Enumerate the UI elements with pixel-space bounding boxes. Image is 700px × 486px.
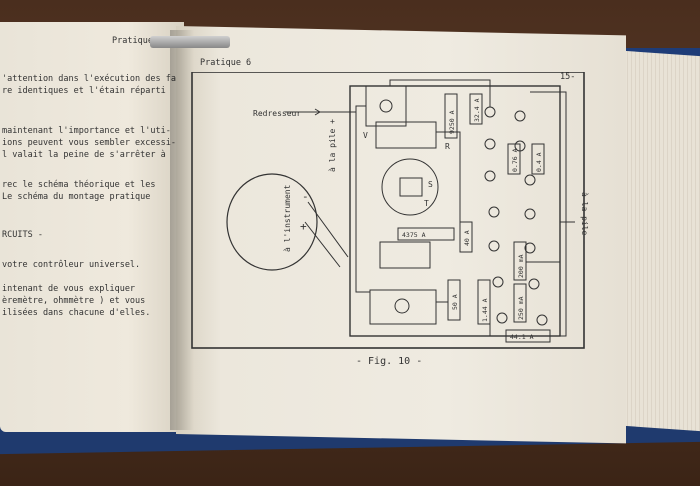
- resistor: [477, 279, 491, 325]
- section-heading: RCUITS -: [2, 230, 43, 240]
- connector-terminal: [488, 240, 500, 252]
- text-line: rec le schéma théorique et les: [2, 180, 156, 190]
- text-line: èremètre, ohmmètre ) et vous: [2, 296, 146, 306]
- v-label: V: [363, 131, 368, 140]
- redresseur-label: Redresseur: [253, 109, 301, 118]
- connector-terminal: [484, 106, 496, 118]
- resistor: [459, 221, 473, 253]
- resistor: [507, 143, 521, 175]
- resistor: [469, 93, 483, 125]
- connector-terminal: [524, 208, 536, 220]
- right-page-header: Pratique 6: [200, 58, 252, 68]
- resistor: [531, 143, 545, 175]
- text-line: ilisées dans chacune d'elles.: [2, 308, 151, 318]
- resistor-label: 250 mA: [517, 296, 525, 320]
- switch-block-bottom: [369, 289, 437, 325]
- connector-terminal: [514, 140, 526, 152]
- connector-terminal: [496, 312, 508, 324]
- resistor-label: 1.44 A: [481, 298, 489, 322]
- resistor: [397, 227, 455, 241]
- book-spine: [170, 30, 194, 430]
- resistor: [513, 283, 527, 323]
- instrument-label: à l'instrument: [283, 184, 292, 252]
- schematic-frame: [191, 72, 585, 349]
- redresseur-arrow: [285, 108, 321, 116]
- circuit-schematic: Redresseur à la pile + à la pile - à l'i…: [191, 72, 589, 349]
- t-label: T: [424, 199, 429, 208]
- connector-terminal: [536, 314, 548, 326]
- r-label: R: [445, 142, 450, 151]
- connector-terminal: [484, 138, 496, 150]
- left-page: Pratique 6 'attention dans l'exécution d…: [0, 22, 187, 432]
- connector-terminal: [528, 278, 540, 290]
- connector-terminal: [488, 206, 500, 218]
- text-line: maintenant l'importance et l'uti-: [2, 126, 171, 136]
- text-line: re identiques et l'étain réparti: [2, 86, 166, 96]
- switch-top-knob: [379, 99, 393, 113]
- rotary-hub: [399, 177, 423, 197]
- switch-block-top: [365, 85, 407, 127]
- rotary-selector: [381, 158, 439, 216]
- pile-minus-label: à la pile -: [580, 192, 589, 245]
- connector-terminal: [514, 110, 526, 122]
- resistor: [444, 93, 458, 139]
- battery-holder: [379, 241, 431, 269]
- resistor-label: 44.1 A: [510, 333, 534, 341]
- s-label: S: [428, 180, 433, 189]
- figure-caption: - Fig. 10 -: [356, 356, 423, 367]
- instrument-minus: -: [302, 190, 309, 203]
- left-page-header: Pratique 6: [112, 36, 164, 46]
- text-line: 'attention dans l'exécution des fac-: [2, 74, 187, 84]
- circuit-board: [349, 85, 561, 337]
- connector-terminals: [484, 106, 548, 326]
- resistor: [447, 279, 461, 321]
- resistor-label: 200 mA: [517, 254, 525, 278]
- instrument-plus: +: [300, 220, 307, 233]
- text-line: l valait la peine de s'arrêter à: [2, 150, 166, 160]
- resistor-label: 0.4 A: [535, 152, 543, 172]
- instrument-circle: [226, 173, 318, 271]
- resistor-label: 50 A: [451, 294, 459, 310]
- resistor-label: 9250 A: [448, 110, 456, 134]
- connector-terminal: [524, 174, 536, 186]
- resistor-label: 0.76 A: [511, 148, 519, 172]
- resistor-label: 4375 A: [402, 231, 426, 239]
- text-line: intenant de vous expliquer: [2, 284, 136, 294]
- resistor-label: 32.4 A: [473, 98, 481, 122]
- text-line: ions peuvent vous sembler excessi-: [2, 138, 176, 148]
- selector-switch: [375, 121, 437, 149]
- text-line: votre contrôleur universel.: [2, 260, 141, 270]
- circuit-wires: [320, 79, 575, 337]
- connector-terminal: [484, 170, 496, 182]
- page-number: 15-: [560, 72, 576, 82]
- pile-plus-label: à la pile +: [328, 119, 337, 172]
- resistor-label: 40 A: [463, 230, 471, 246]
- binding-ring: [150, 36, 230, 48]
- text-line: Le schéma du montage pratique: [2, 192, 151, 202]
- resistor: [513, 241, 527, 281]
- connector-terminal: [492, 276, 504, 288]
- connector-terminal: [524, 242, 536, 254]
- switch-bottom-knob: [394, 298, 410, 314]
- instrument-wires: [304, 201, 349, 268]
